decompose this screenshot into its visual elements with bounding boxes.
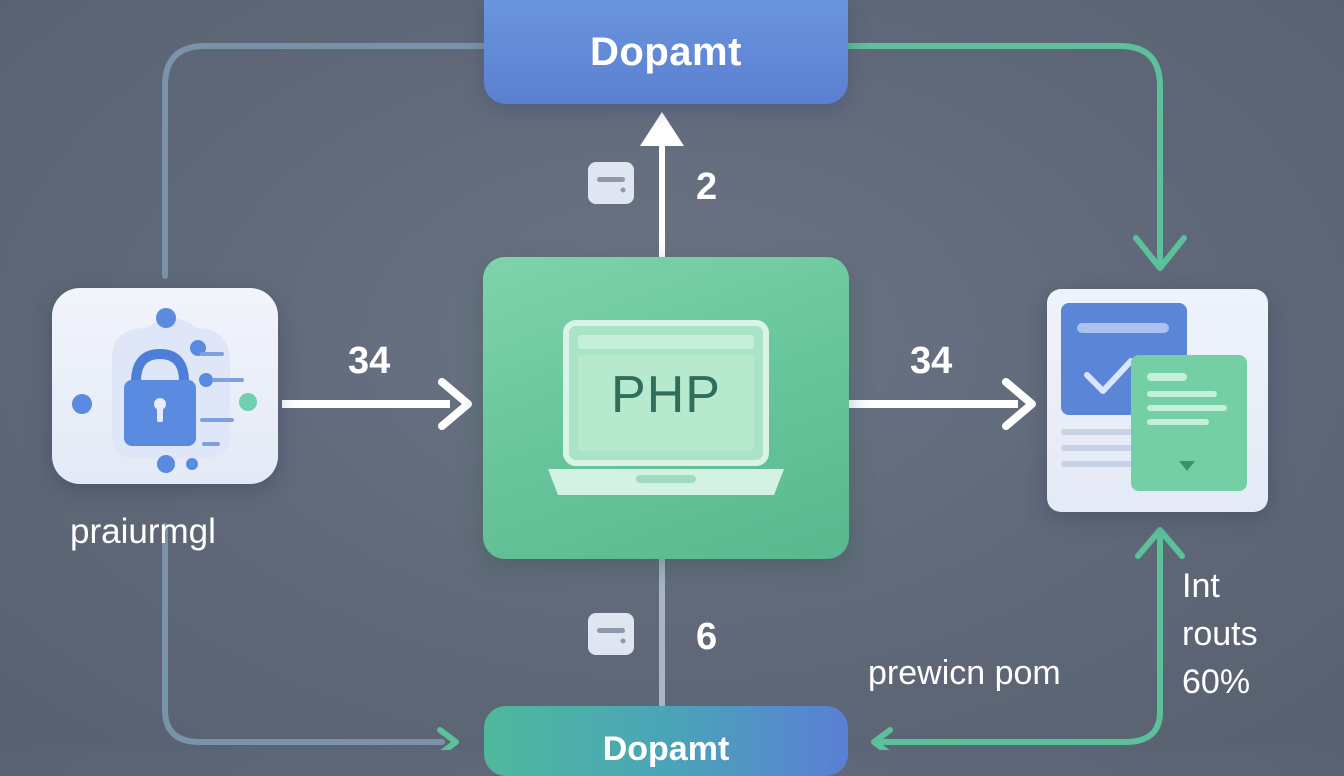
connector-bottom-left-loop [162,523,445,745]
center-node[interactable]: PHP [483,257,849,559]
arrowhead-down-right [1133,235,1187,271]
connector-bottom-right-loop [877,533,1163,745]
card-icon [588,613,634,655]
right-annotation-line: 60% [1182,663,1251,701]
edge-label-left-to-center: 34 [348,340,391,382]
connector-top-left-loop [162,43,487,279]
card-icon [588,162,634,204]
arrowhead-up-top [640,112,684,146]
arrowhead-right-center [438,378,472,430]
connector-top-right-loop [845,43,1163,265]
right-annotation: Int routs 60% [1182,562,1258,706]
top-node-label: Dopamt [590,29,742,74]
arrowhead-bottom-right [871,727,893,750]
arrowhead-bottom-left [437,727,459,750]
arrowhead-up-right [1135,527,1185,559]
php-label: PHP [611,366,721,424]
edge-label-center-to-right: 34 [910,340,953,382]
laptop-icon [548,320,784,495]
diagram-canvas: Dopamt Dopamt PHP [52,0,1268,776]
right-annotation-line: routs [1182,615,1258,653]
arrowhead-right-doc [1002,378,1036,430]
right-node[interactable] [1047,289,1268,512]
left-node-caption: praiurmgl [70,512,216,551]
bottom-node[interactable]: Dopamt [484,706,848,776]
lock-icon [72,308,257,473]
top-node[interactable]: Dopamt [484,0,848,104]
edge-label-bottom-to-center: 6 [696,616,718,658]
connector-layer [162,43,1187,750]
right-annotation-line: Int [1182,567,1220,605]
bottom-caption: prewicn pom [868,654,1061,692]
document-check-icon [1061,303,1247,491]
left-node[interactable] [52,288,278,484]
edge-label-center-to-top: 2 [696,166,718,208]
